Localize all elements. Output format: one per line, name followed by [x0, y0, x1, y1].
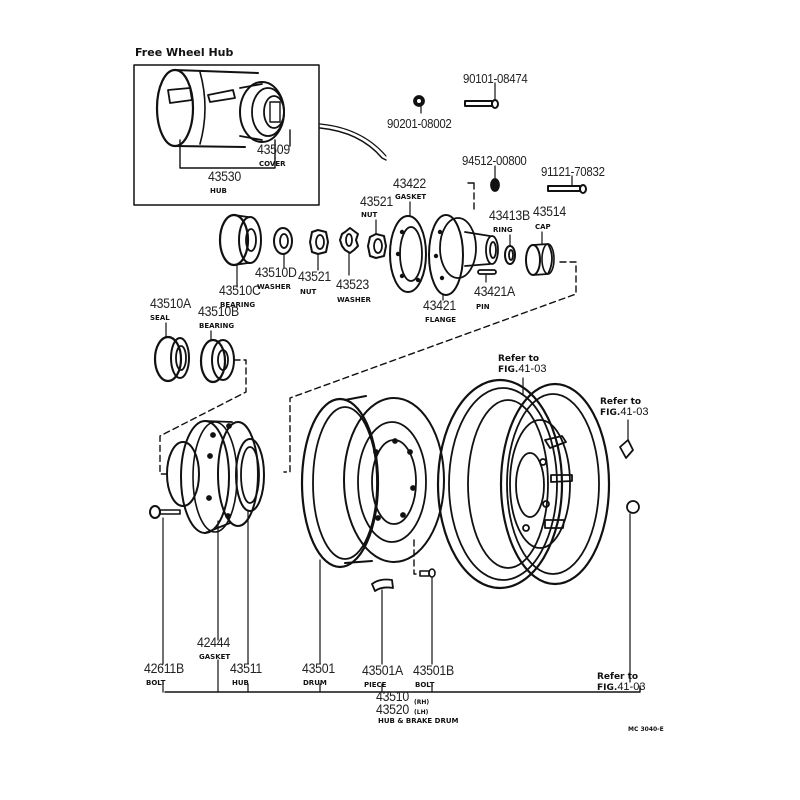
cap-43514-drawing	[525, 231, 555, 276]
part-name-drum: DRUM	[303, 679, 327, 687]
part-number-43501b[interactable]: 43501B	[413, 662, 454, 678]
seal-43510a-drawing	[153, 322, 190, 383]
bolt-42611b-drawing	[149, 505, 181, 665]
part-name-washer-d: WASHER	[257, 283, 291, 291]
inset-leader-line	[319, 127, 387, 161]
bolt-91121-70832-drawing	[547, 175, 587, 194]
fig-prefix: FIG.	[498, 365, 519, 375]
bearing-43510c-drawing	[218, 213, 262, 288]
refer-to-text: Refer to	[498, 354, 540, 364]
part-number-43510b[interactable]: 43510B	[198, 303, 239, 319]
assembly-dashed-lines	[159, 182, 577, 575]
refer-to-text: Refer to	[600, 397, 642, 407]
part-number-43413b[interactable]: 43413B	[489, 207, 530, 223]
refer-to-fig-hub-nut[interactable]: Refer to FIG.41-03	[597, 672, 645, 693]
refer-to-text: Refer to	[597, 672, 639, 682]
bolt-43501b-drawing	[419, 568, 436, 665]
assembly-name: HUB & BRAKE DRUM	[378, 717, 459, 725]
part-number-94512-00800[interactable]: 94512-00800	[462, 153, 527, 168]
nut-90201-08002-drawing	[413, 95, 425, 114]
part-number-43509[interactable]: 43509	[257, 141, 290, 157]
piece-43501a-drawing	[371, 578, 394, 665]
part-number-43521-lower[interactable]: 43521	[298, 268, 331, 284]
fig-reference: FIG.41-03	[498, 363, 547, 376]
part-name-bearing-b: BEARING	[199, 322, 235, 330]
side-rh: (RH)	[414, 699, 430, 706]
hub-43511-drawing	[166, 420, 265, 534]
inset-title: Free Wheel Hub	[135, 46, 234, 59]
part-number-43510d[interactable]: 43510D	[255, 264, 297, 280]
bolt-90101-08474-drawing	[464, 82, 499, 109]
assembly-baseline	[164, 685, 641, 693]
part-number-91121-70832[interactable]: 91121-70832	[541, 164, 605, 179]
part-number-43501[interactable]: 43501	[302, 660, 335, 676]
part-name-ring: RING	[493, 226, 513, 234]
fig-reference: FIG.41-03	[597, 681, 646, 694]
part-name-hub-43511: HUB	[232, 679, 249, 687]
part-name-hub: HUB	[210, 187, 227, 195]
part-number-43520[interactable]: 43520	[376, 701, 409, 717]
part-name-seal: SEAL	[150, 314, 170, 322]
refer-to-fig-wheel-nut[interactable]: Refer to FIG.41-03	[600, 397, 648, 418]
part-number-42444[interactable]: 42444	[197, 634, 230, 650]
nut-43521-upper-drawing	[367, 219, 387, 259]
part-name-bolt-42611b: BOLT	[146, 679, 166, 687]
part-name-cover: COVER	[259, 160, 286, 168]
pin-43421a-drawing	[477, 269, 497, 283]
part-number-43510[interactable]: 43510	[376, 688, 409, 704]
part-number-43523[interactable]: 43523	[336, 276, 369, 292]
gasket-43422-drawing	[389, 201, 427, 293]
part-name-nut-lower: NUT	[300, 288, 317, 296]
part-number-90201-08002[interactable]: 90201-08002	[387, 116, 452, 131]
part-number-43421a[interactable]: 43421A	[474, 283, 515, 299]
fig-prefix: FIG.	[597, 683, 618, 693]
fig-number: 41-03	[620, 406, 649, 418]
part-name-gasket-42444: GASKET	[199, 653, 231, 661]
flange-43421-drawing	[428, 214, 499, 301]
part-number-90101-08474[interactable]: 90101-08474	[463, 71, 528, 86]
inset-frame	[133, 64, 320, 206]
part-number-42611b[interactable]: 42611B	[144, 660, 184, 676]
part-number-43422[interactable]: 43422	[393, 175, 426, 191]
bearing-43510b-drawing	[199, 330, 235, 384]
drawing-code: MC 3040-E	[628, 726, 664, 733]
part-number-43421[interactable]: 43421	[423, 297, 456, 313]
part-name-bearing-c: BEARING	[220, 301, 256, 309]
free-wheel-hub-drawing	[155, 68, 291, 169]
side-lh: (LH)	[414, 709, 429, 716]
ring-43413b-drawing	[504, 234, 516, 265]
washer-43523-drawing	[339, 227, 359, 276]
wheel-nut-drawing	[619, 419, 634, 459]
part-number-43514[interactable]: 43514	[533, 203, 566, 219]
part-name-bolt-43501b: BOLT	[415, 681, 435, 689]
wheel-drawing	[436, 377, 611, 590]
part-number-43510a[interactable]: 43510A	[150, 295, 191, 311]
part-number-43501a[interactable]: 43501A	[362, 662, 403, 678]
washer-43510d-drawing	[273, 227, 293, 269]
part-name-nut-upper: NUT	[361, 211, 378, 219]
washer-94512-00800-drawing	[490, 165, 500, 192]
part-number-43511[interactable]: 43511	[230, 660, 263, 676]
part-name-cap: CAP	[535, 223, 551, 231]
fig-number: 41-03	[518, 363, 547, 375]
part-name-gasket: GASKET	[395, 193, 427, 201]
part-number-43530[interactable]: 43530	[208, 168, 241, 184]
part-name-pin: PIN	[476, 303, 490, 311]
nut-43521-lower-drawing	[309, 229, 329, 271]
fig-number: 41-03	[617, 681, 646, 693]
fig-prefix: FIG.	[600, 408, 621, 418]
part-name-washer-43523: WASHER	[337, 296, 371, 304]
part-number-43510c[interactable]: 43510C	[219, 282, 261, 298]
wheel-hub-nut-drawing	[626, 500, 640, 683]
refer-to-fig-wheel[interactable]: Refer to FIG.41-03	[498, 354, 546, 375]
fig-reference: FIG.41-03	[600, 406, 649, 419]
drum-43501-drawing	[300, 395, 445, 665]
part-number-43521-upper[interactable]: 43521	[360, 193, 393, 209]
part-name-piece: PIECE	[364, 681, 387, 689]
part-name-flange: FLANGE	[425, 316, 457, 324]
